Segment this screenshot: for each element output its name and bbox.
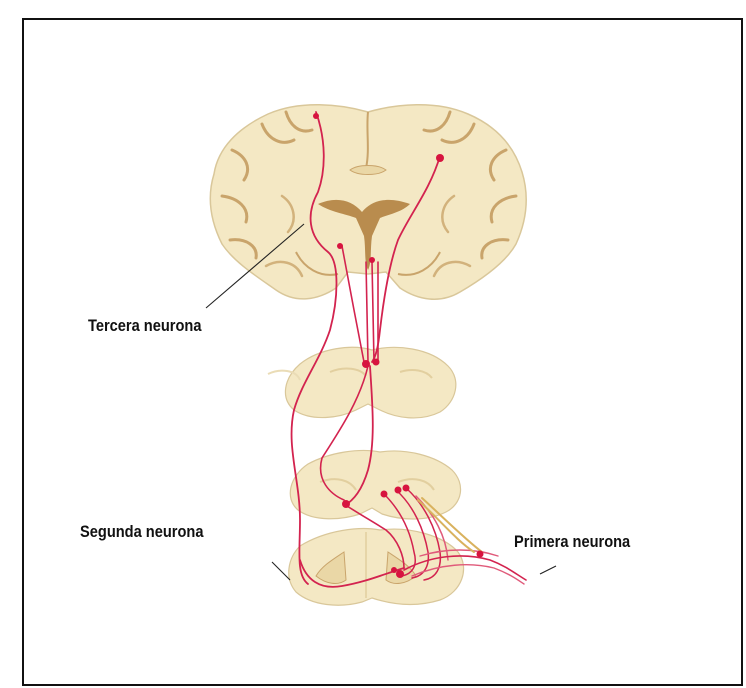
medulla-nucleus-2: [381, 491, 388, 498]
medulla-nucleus: [342, 500, 350, 508]
leader-line-second: [272, 562, 290, 580]
midbrain-nucleus: [362, 360, 370, 368]
thalamus-cell-2: [369, 257, 375, 263]
cortex-cell-right: [436, 154, 444, 162]
thalamus-cell: [337, 243, 343, 249]
spinal-nucleus-2: [391, 567, 397, 573]
first-neuron-label: Primera neurona: [514, 532, 630, 552]
ascending-bundle-path: [366, 262, 378, 362]
medulla-nucleus-4: [403, 485, 410, 492]
spinal-nucleus: [396, 570, 404, 578]
dorsal-root-ganglion: [477, 551, 484, 558]
third-neuron-label: Tercera neurona: [88, 316, 201, 336]
second-neuron-label: Segunda neurona: [80, 522, 203, 542]
midbrain-nucleus-2: [373, 359, 380, 366]
midbrain-section-icon: [268, 347, 456, 418]
medulla-nucleus-3: [395, 487, 402, 494]
leader-line-first: [540, 566, 556, 574]
cortex-cell-left: [313, 113, 319, 119]
medulla-section-icon: [290, 451, 460, 520]
coronal-brain-section-icon: [210, 105, 526, 300]
